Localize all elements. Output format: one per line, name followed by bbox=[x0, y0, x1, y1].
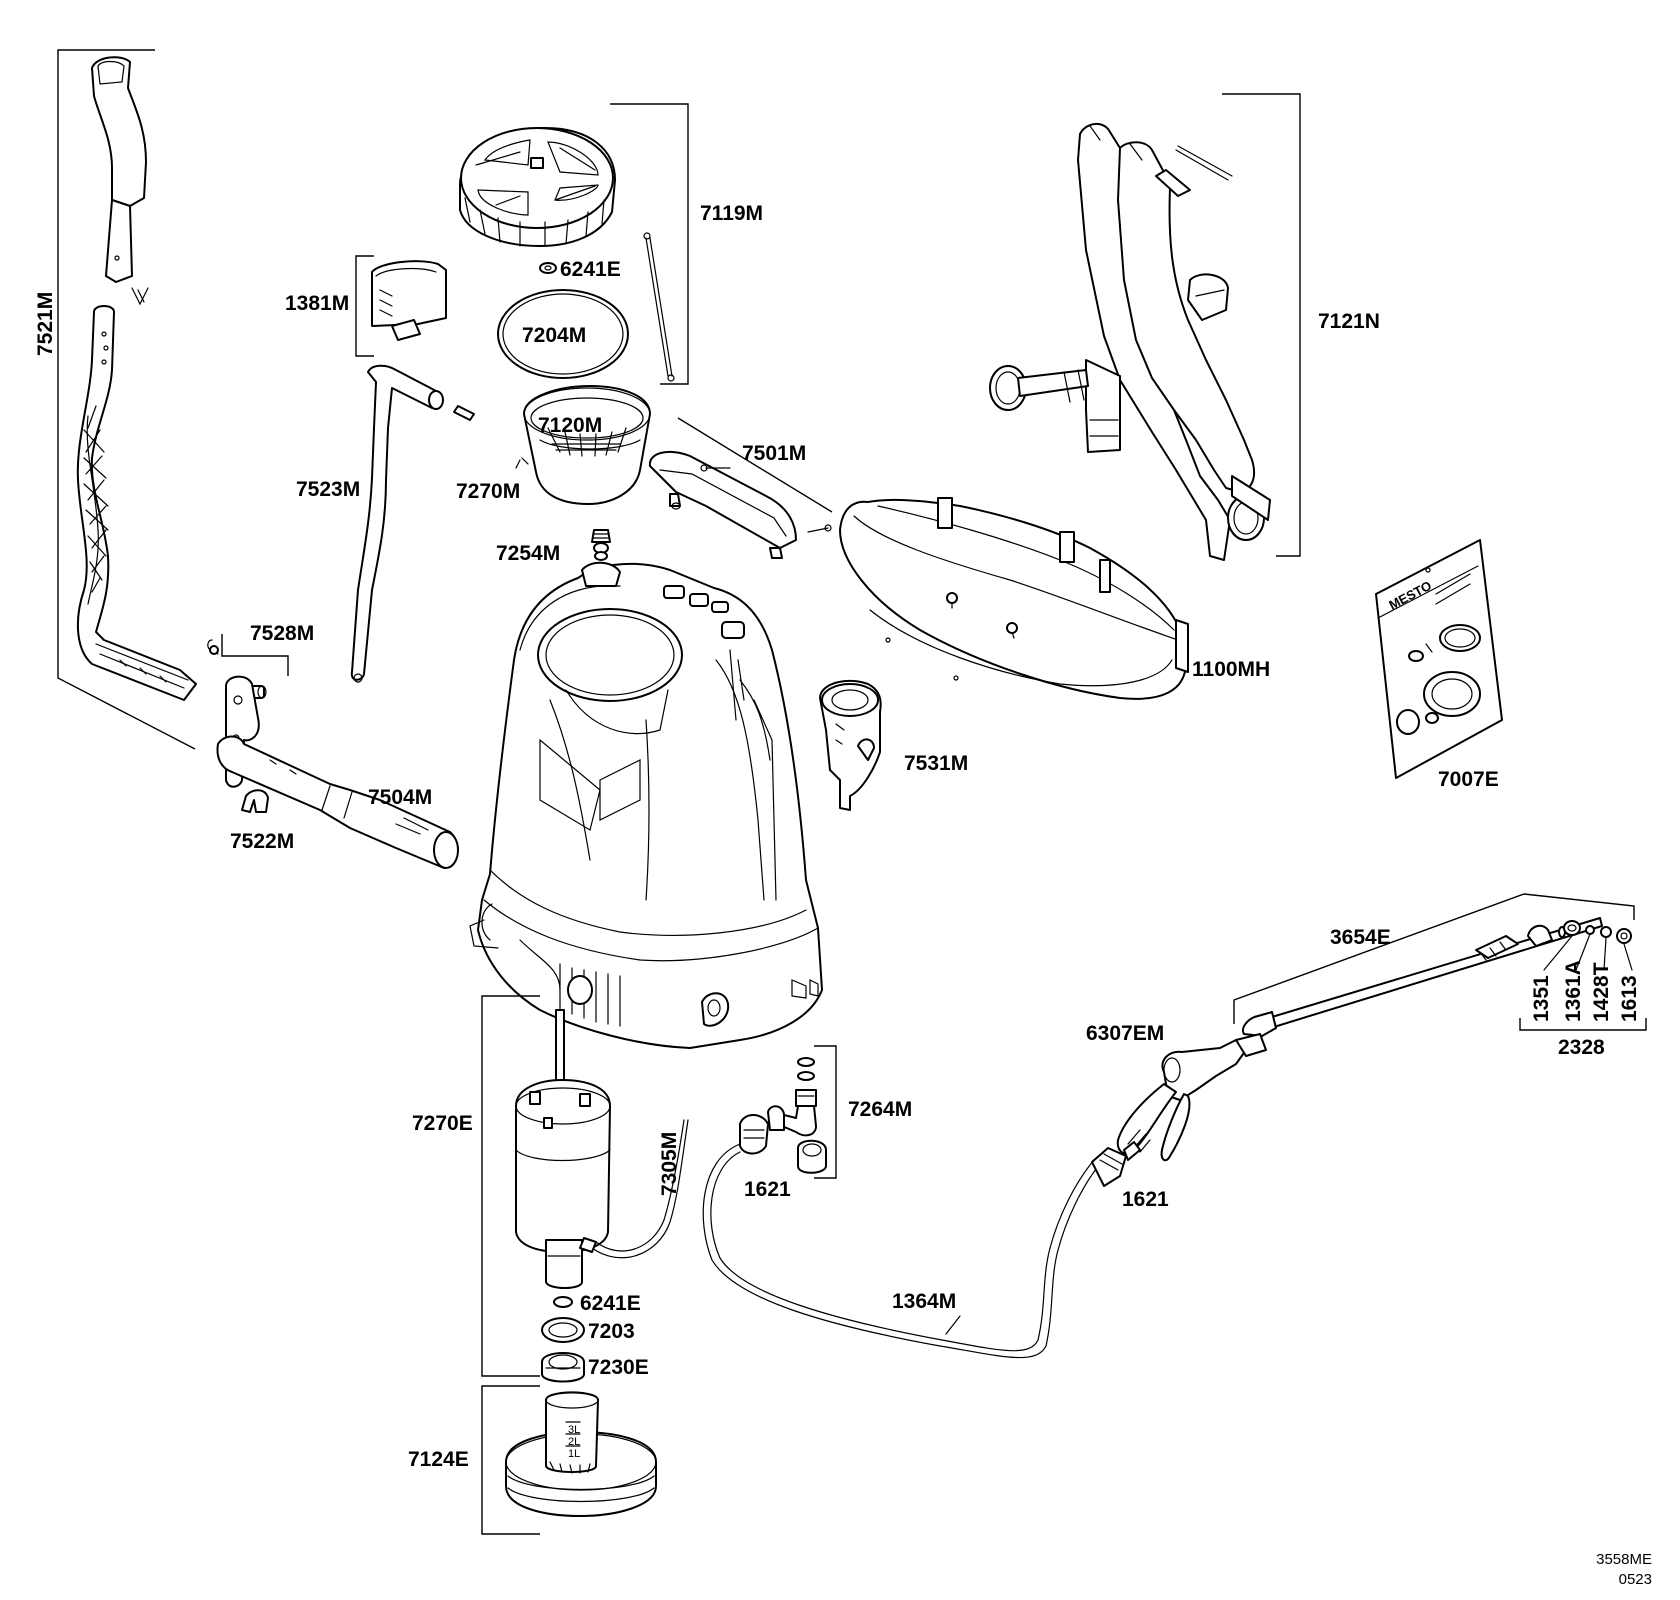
label-1351: 1351 bbox=[1530, 975, 1553, 1022]
label-7007E: 7007E bbox=[1438, 768, 1499, 791]
pin-group-bracket bbox=[221, 634, 289, 676]
elbow-fitting-part bbox=[767, 1057, 827, 1174]
seal-kit-card-part: MESTO bbox=[1375, 539, 1503, 779]
mounting-clip-part bbox=[371, 260, 447, 341]
lid-tether-part bbox=[643, 232, 675, 382]
measuring-cup-part: 3L 2L 1L bbox=[505, 1391, 657, 1517]
cup-mark-3l: 3L bbox=[568, 1424, 580, 1436]
pump-cylinder-part bbox=[515, 1009, 611, 1289]
small-pin-part bbox=[453, 405, 475, 421]
pin-clip-part bbox=[241, 789, 269, 813]
label-7531M: 7531M bbox=[904, 752, 968, 775]
pump-hose-part bbox=[579, 1119, 689, 1259]
label-7203: 7203 bbox=[588, 1320, 635, 1343]
small-o-ring-lower-part bbox=[553, 1296, 573, 1308]
label-1613: 1613 bbox=[1618, 975, 1641, 1022]
lever-handle-part bbox=[76, 56, 197, 701]
label-1621-left: 1621 bbox=[744, 1178, 791, 1201]
label-1621-right: 1621 bbox=[1122, 1188, 1169, 1211]
label-7528M: 7528M bbox=[250, 622, 314, 645]
nozzle-parts-bracket bbox=[1519, 1018, 1647, 1031]
cup-mark-1l: 1L bbox=[568, 1448, 580, 1460]
label-7204M: 7204M bbox=[522, 324, 586, 347]
hose-leader bbox=[945, 1315, 961, 1335]
hose-nut-right-part bbox=[1091, 1141, 1141, 1187]
lid-gasket-part bbox=[497, 289, 629, 379]
measuring-cup-bracket bbox=[481, 1385, 540, 1535]
clip-bracket bbox=[355, 255, 374, 357]
connector-lever-bracket bbox=[677, 417, 833, 513]
label-6241E-bottom: 6241E bbox=[580, 1292, 641, 1315]
label-7523M: 7523M bbox=[296, 478, 360, 501]
connector-lever-part bbox=[648, 450, 832, 559]
label-7270E: 7270E bbox=[412, 1112, 473, 1135]
label-1361A: 1361A bbox=[1562, 960, 1585, 1022]
small-o-ring-part bbox=[539, 262, 557, 274]
lance-bracket bbox=[1233, 893, 1635, 1024]
label-7522M: 7522M bbox=[230, 830, 294, 853]
label-1364M: 1364M bbox=[892, 1290, 956, 1313]
hose-nut-left-part bbox=[739, 1114, 769, 1155]
label-3654E: 3654E bbox=[1330, 926, 1391, 949]
cup-mark-2l: 2L bbox=[568, 1436, 580, 1448]
label-2328: 2328 bbox=[1558, 1036, 1605, 1059]
filter-basket-part bbox=[515, 385, 651, 505]
spray-gun-part bbox=[1116, 1033, 1267, 1162]
shoulder-straps-part bbox=[989, 123, 1271, 561]
document-date: 0523 bbox=[1619, 1571, 1652, 1588]
label-7305M: 7305M bbox=[658, 1132, 681, 1196]
lance-holder-part bbox=[819, 679, 882, 811]
pressure-valve-part bbox=[591, 529, 611, 561]
elbow-fitting-bracket bbox=[814, 1045, 837, 1179]
label-1381M: 1381M bbox=[285, 292, 349, 315]
lever-handle-assembly-bracket bbox=[57, 49, 196, 750]
label-7120M: 7120M bbox=[538, 414, 602, 437]
nozzle-parts-group bbox=[1558, 920, 1632, 944]
main-hose-part bbox=[702, 1143, 1101, 1359]
label-1100MH: 1100MH bbox=[1192, 658, 1270, 681]
bent-rod-part bbox=[350, 364, 444, 683]
seal-part bbox=[541, 1317, 585, 1343]
label-7121N: 7121N bbox=[1318, 310, 1380, 333]
document-code: 3558ME bbox=[1596, 1551, 1652, 1568]
spray-lance-part bbox=[1242, 917, 1603, 1037]
pump-shaft-part bbox=[216, 675, 459, 869]
nozzle-leader-lines bbox=[1543, 933, 1633, 971]
label-7230E: 7230E bbox=[588, 1356, 649, 1379]
label-7119M: 7119M bbox=[700, 202, 763, 225]
label-7521M: 7521M bbox=[34, 292, 57, 356]
label-6307EM: 6307EM bbox=[1086, 1022, 1164, 1045]
tank-lid-part bbox=[459, 127, 616, 247]
label-7501M: 7501M bbox=[742, 442, 806, 465]
label-7124E: 7124E bbox=[408, 1448, 469, 1471]
valve-cap-part bbox=[541, 1352, 585, 1383]
label-7504M: 7504M bbox=[368, 786, 432, 809]
shoulder-straps-bracket bbox=[1222, 93, 1301, 557]
waist-belt-part bbox=[839, 497, 1189, 700]
label-7270M: 7270M bbox=[456, 480, 520, 503]
label-7264M: 7264M bbox=[848, 1098, 912, 1121]
pump-cylinder-bracket bbox=[481, 995, 540, 1377]
label-6241E-top: 6241E bbox=[560, 258, 621, 281]
label-7254M: 7254M bbox=[496, 542, 560, 565]
sprayer-tank-body bbox=[469, 561, 823, 1049]
label-1428T: 1428T bbox=[1590, 962, 1613, 1022]
lid-assembly-bracket bbox=[610, 103, 689, 385]
